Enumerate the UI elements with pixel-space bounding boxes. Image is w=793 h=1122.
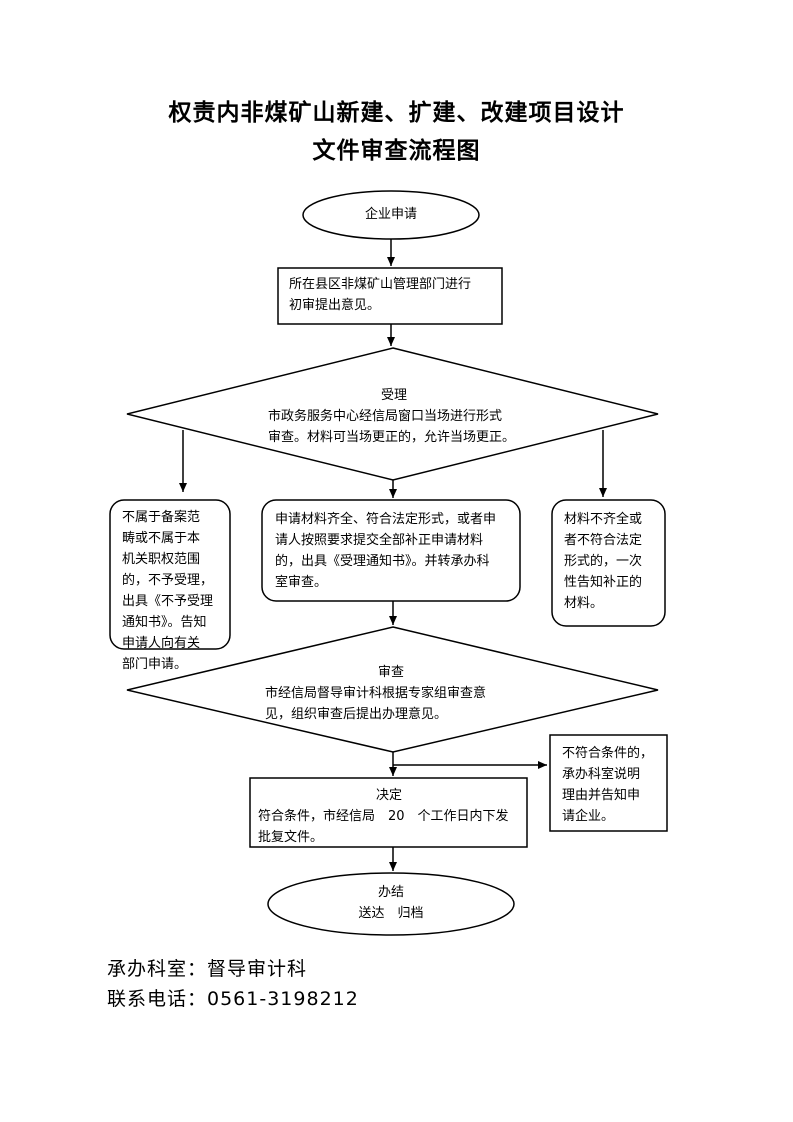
node-incomplete-shape (551, 499, 666, 627)
not-in-scope-line: 机关职权范围 (122, 552, 201, 567)
decision-line: 符合条件，市经信局 20 个工作日内下发 (258, 809, 509, 824)
not-in-scope-line: 的，不予受理， (122, 573, 214, 588)
incomplete-line: 者不符合法定 (564, 533, 643, 548)
node-apply-label: 企业申请 (364, 207, 417, 222)
reject-line: 承办科室说明 (562, 767, 641, 782)
reject-line: 理由并告知申 (562, 788, 641, 803)
node-finish-shape (267, 872, 515, 936)
accept-line: 市政务服务中心经信局窗口当场进行形式 (268, 409, 503, 424)
node-initial-review-text: 所在县区非煤矿山管理部门进行 初审提出意见。 (289, 274, 499, 316)
not-in-scope-line: 部门申请。 (122, 657, 188, 672)
incomplete-line: 形式的，一次 (564, 554, 643, 569)
node-finish-text: 办结 送达 归档 (268, 882, 514, 924)
not-in-scope-line: 申请人向有关 (122, 636, 201, 651)
node-reject-text: 不符合条件的， 承办科室说明 理由并告知申 请企业。 (562, 743, 666, 827)
finish-heading: 办结 (377, 885, 404, 900)
review-heading: 审查 (378, 665, 405, 680)
accept-heading: 受理 (381, 388, 408, 403)
initial-review-line: 初审提出意见。 (289, 298, 381, 313)
not-in-scope-line: 不属于备案范 (122, 510, 201, 525)
incomplete-line: 材料不齐全或 (564, 512, 643, 527)
initial-review-line: 所在县区非煤矿山管理部门进行 (289, 277, 472, 292)
reject-line: 不符合条件的， (562, 746, 654, 761)
node-not-in-scope-shape (109, 499, 231, 650)
node-review-text: 审查 市经信局督导审计科根据专家组审查意 见，组织审查后提出办理意见。 (265, 662, 535, 725)
node-incomplete-text: 材料不齐全或 者不符合法定 形式的，一次 性告知补正的 材料。 (564, 509, 664, 614)
node-initial-review-shape (277, 267, 503, 325)
incomplete-line: 材料。 (564, 596, 604, 611)
footer-dept: 承办科室：督导审计科 (107, 958, 308, 980)
node-complete-shape (261, 499, 521, 602)
complete-line: 申请材料齐全、符合法定形式，或者申 (275, 512, 497, 527)
review-line: 市经信局督导审计科根据专家组审查意 (265, 686, 487, 701)
review-line: 见，组织审查后提出办理意见。 (265, 707, 448, 722)
complete-line: 室审查。 (275, 575, 328, 590)
not-in-scope-line: 出具《不予受理 (122, 594, 214, 609)
decision-heading: 决定 (376, 788, 403, 803)
node-reject-shape (549, 734, 668, 832)
node-complete-text: 申请材料齐全、符合法定形式，或者申 请人按照要求提交全部补正申请材料 的，出具《… (275, 509, 517, 593)
complete-line: 请人按照要求提交全部补正申请材料 (275, 533, 484, 548)
page-title-line2: 文件审查流程图 (312, 137, 481, 164)
page-title-line1: 权责内非煤矿山新建、扩建、改建项目设计 (168, 99, 625, 126)
decision-line: 批复文件。 (258, 830, 324, 845)
node-decision-shape (249, 777, 528, 848)
not-in-scope-line: 通知书》。告知 (122, 615, 207, 630)
node-not-in-scope-text: 不属于备案范 畴或不属于本 机关职权范围 的，不予受理， 出具《不予受理 通知书… (122, 507, 228, 675)
incomplete-line: 性告知补正的 (564, 575, 643, 590)
node-decision-text: 决定 符合条件，市经信局 20 个工作日内下发 批复文件。 (258, 785, 526, 848)
node-accept-text: 受理 市政务服务中心经信局窗口当场进行形式 审查。材料可当场更正的，允许当场更正… (268, 385, 538, 448)
not-in-scope-line: 畴或不属于本 (122, 531, 201, 546)
complete-line: 的，出具《受理通知书》。并转承办科 (275, 554, 490, 569)
footer-phone: 联系电话：0561-3198212 (107, 988, 359, 1010)
accept-line: 审查。材料可当场更正的，允许当场更正。 (268, 430, 516, 445)
finish-line: 送达 归档 (358, 906, 424, 921)
reject-line: 请企业。 (562, 809, 615, 824)
